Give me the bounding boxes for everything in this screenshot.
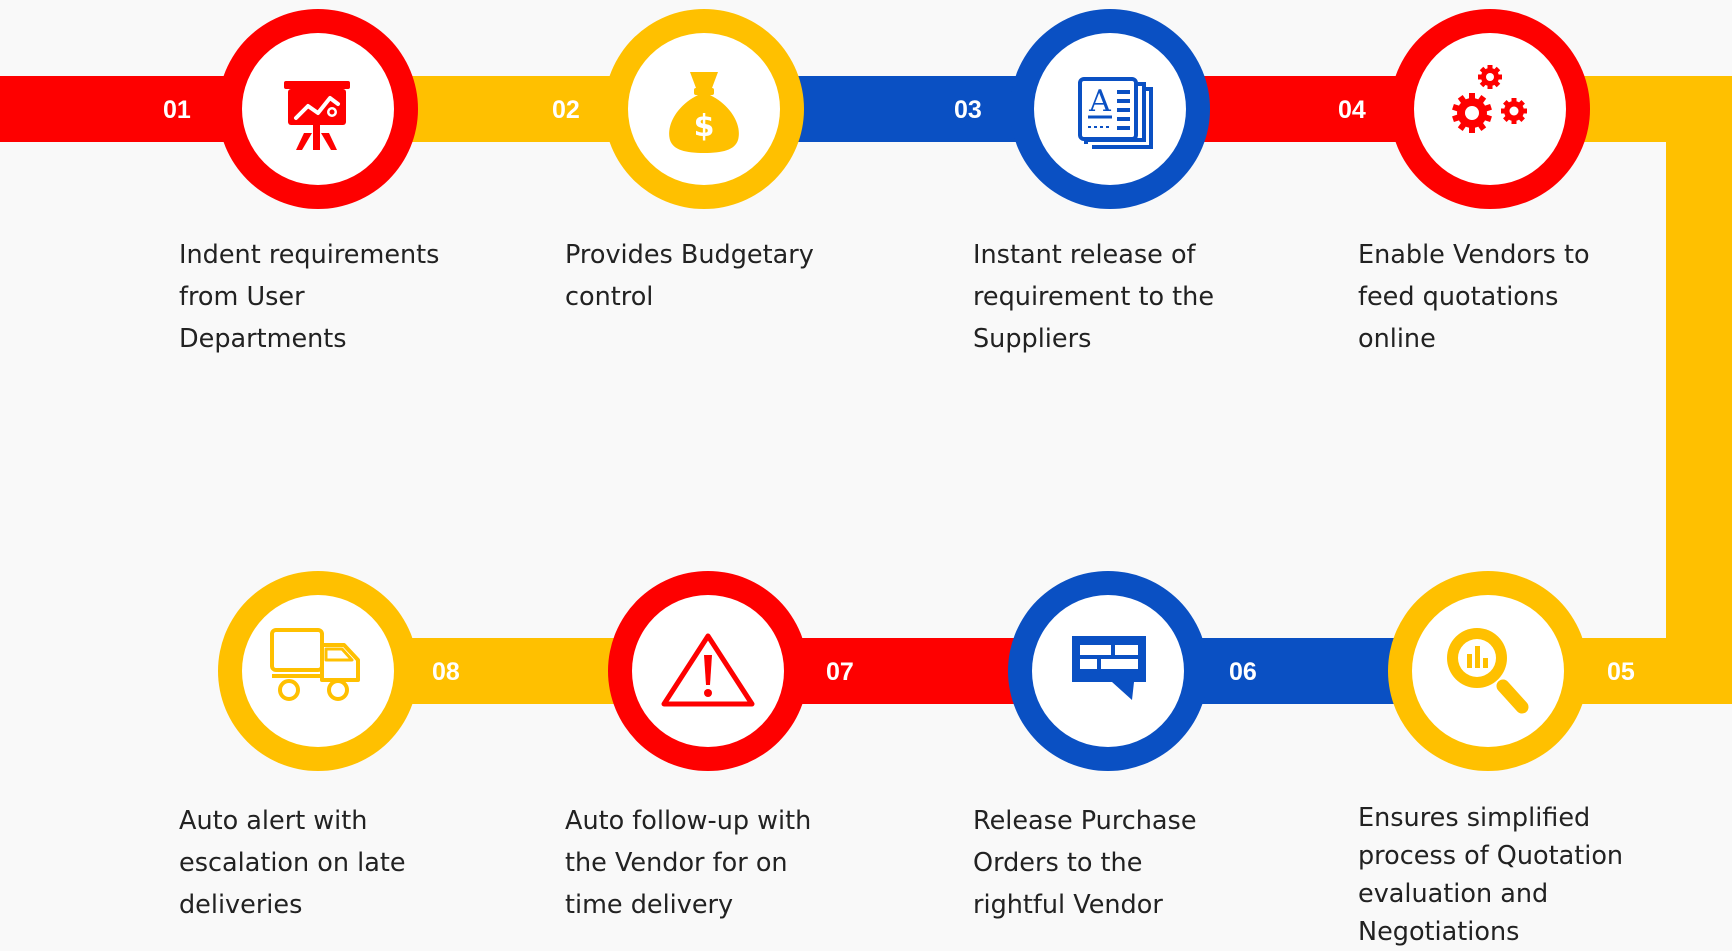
step-label-05: Ensures simplified process of Quotation …: [1358, 799, 1658, 951]
label-line: Suppliers: [973, 324, 1092, 354]
label-line: control: [565, 282, 654, 312]
connector-vertical: [1666, 76, 1732, 704]
chat-bubble-icon: [1072, 636, 1146, 700]
label-line: Provides Budgetary: [565, 240, 814, 270]
label-line: Release Purchase: [973, 806, 1197, 836]
label-line: Instant release of: [973, 240, 1196, 270]
step-label-02: Provides Budgetary control: [565, 234, 865, 318]
step-number-02: 02: [552, 96, 580, 124]
warning-icon: [661, 633, 755, 707]
step-number-03: 03: [954, 96, 982, 124]
step-label-04: Enable Vendors to feed quotations online: [1358, 234, 1658, 360]
step-label-06: Release Purchase Orders to the rightful …: [973, 800, 1273, 926]
step-number-05: 05: [1607, 658, 1635, 686]
step-label-07: Auto follow-up with the Vendor for on ti…: [565, 800, 865, 926]
gears-icon: [1452, 65, 1527, 133]
label-line: rightful Vendor: [973, 890, 1163, 920]
label-line: Ensures simplified: [1358, 803, 1591, 833]
label-line: Departments: [179, 324, 347, 354]
label-line: Indent requirements: [179, 240, 440, 270]
label-line: time delivery: [565, 890, 734, 920]
label-line: requirement to the: [973, 282, 1215, 312]
label-line: feed quotations: [1358, 282, 1559, 312]
label-line: Negotiations: [1358, 917, 1520, 947]
step-number-07: 07: [826, 658, 854, 686]
step-number-08: 08: [432, 658, 460, 686]
step-label-08: Auto alert with escalation on late deliv…: [179, 800, 479, 926]
magnifier-chart-icon: [1447, 628, 1529, 714]
step-number-04: 04: [1338, 96, 1366, 124]
step-number-01: 01: [163, 96, 191, 124]
label-line: the Vendor for on: [565, 848, 788, 878]
label-line: escalation on late: [179, 848, 406, 878]
svg-text:$: $: [694, 109, 715, 144]
label-line: process of Quotation: [1358, 841, 1624, 871]
label-line: Orders to the: [973, 848, 1143, 878]
label-line: online: [1358, 324, 1436, 354]
step-label-03: Instant release of requirement to the Su…: [973, 234, 1273, 360]
label-line: deliveries: [179, 890, 303, 920]
svg-text:A: A: [1088, 84, 1111, 119]
label-line: Auto alert with: [179, 806, 368, 836]
presentation-board-icon: [284, 81, 350, 150]
label-line: from User: [179, 282, 305, 312]
truck-icon: [270, 628, 360, 701]
step-label-01: Indent requirements from User Department…: [179, 234, 479, 360]
money-bag-icon: $: [669, 72, 739, 153]
document-cards-icon: A: [1078, 77, 1153, 149]
label-line: Auto follow-up with: [565, 806, 812, 836]
label-line: Enable Vendors to: [1358, 240, 1590, 270]
label-line: evaluation and: [1358, 879, 1549, 909]
step-number-06: 06: [1229, 658, 1257, 686]
